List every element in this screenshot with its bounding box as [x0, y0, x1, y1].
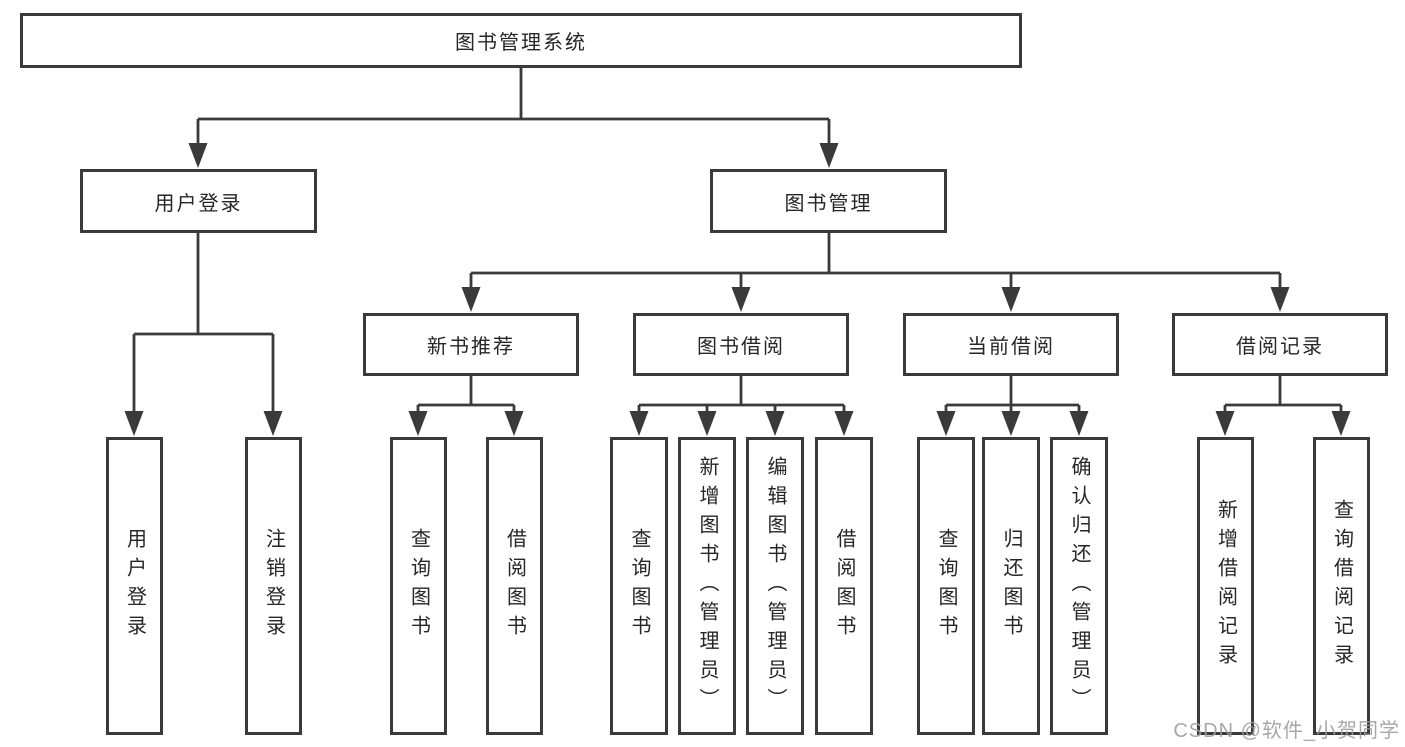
- leaf-label: 用户登录: [123, 528, 146, 644]
- leaf-label: 新增借阅记录: [1214, 499, 1237, 673]
- node-label: 当前借阅: [967, 336, 1055, 358]
- leaf-borrow-books-recommend: 借阅图书: [486, 437, 543, 735]
- leaf-label: 查询图书: [407, 528, 430, 644]
- node-user-login: 用户登录: [80, 169, 317, 233]
- leaf-return-books: 归还图书: [982, 437, 1040, 735]
- leaf-query-books-recommend: 查询图书: [390, 437, 447, 735]
- leaf-label: 查询借阅记录: [1330, 499, 1353, 673]
- leaf-label: 编辑图书（管理员）: [764, 455, 786, 717]
- node-label: 新书推荐: [427, 336, 515, 358]
- leaf-label: 查询图书: [935, 528, 957, 644]
- leaf-label: 新增图书（管理员）: [696, 455, 718, 717]
- node-borrowing-records: 借阅记录: [1172, 313, 1388, 376]
- node-book-management: 图书管理: [710, 169, 947, 233]
- leaf-borrow-books-borrowing: 借阅图书: [815, 437, 873, 735]
- leaf-label: 借阅图书: [833, 528, 855, 644]
- leaf-edit-books-admin: 编辑图书（管理员）: [746, 437, 804, 735]
- node-new-book-recommendation: 新书推荐: [363, 313, 579, 376]
- node-label: 图书管理: [784, 192, 873, 215]
- leaf-query-books-borrowing: 查询图书: [610, 437, 668, 735]
- leaf-label: 借阅图书: [503, 528, 526, 644]
- node-library-management-system: 图书管理系统: [20, 13, 1022, 68]
- node-label: 借阅记录: [1236, 336, 1324, 358]
- leaf-query-books-current: 查询图书: [917, 437, 975, 735]
- leaf-add-borrow-record: 新增借阅记录: [1197, 437, 1254, 735]
- leaf-confirm-return-admin: 确认归还（管理员）: [1050, 437, 1108, 735]
- node-label: 图书管理系统: [455, 32, 587, 54]
- leaf-label: 查询图书: [628, 528, 650, 644]
- leaf-query-borrow-record: 查询借阅记录: [1313, 437, 1370, 735]
- leaf-label: 归还图书: [1000, 528, 1022, 644]
- node-label: 用户登录: [154, 192, 243, 215]
- csdn-watermark: CSDN @软件_小贺同学: [1173, 720, 1400, 742]
- leaf-label: 注销登录: [262, 528, 285, 644]
- node-book-borrowing: 图书借阅: [633, 313, 849, 376]
- leaf-logout: 注销登录: [245, 437, 302, 735]
- leaf-user-login-action: 用户登录: [106, 437, 163, 735]
- node-label: 图书借阅: [697, 336, 785, 358]
- node-current-borrowing: 当前借阅: [903, 313, 1119, 376]
- leaf-add-books-admin: 新增图书（管理员）: [678, 437, 736, 735]
- leaf-label: 确认归还（管理员）: [1068, 455, 1090, 717]
